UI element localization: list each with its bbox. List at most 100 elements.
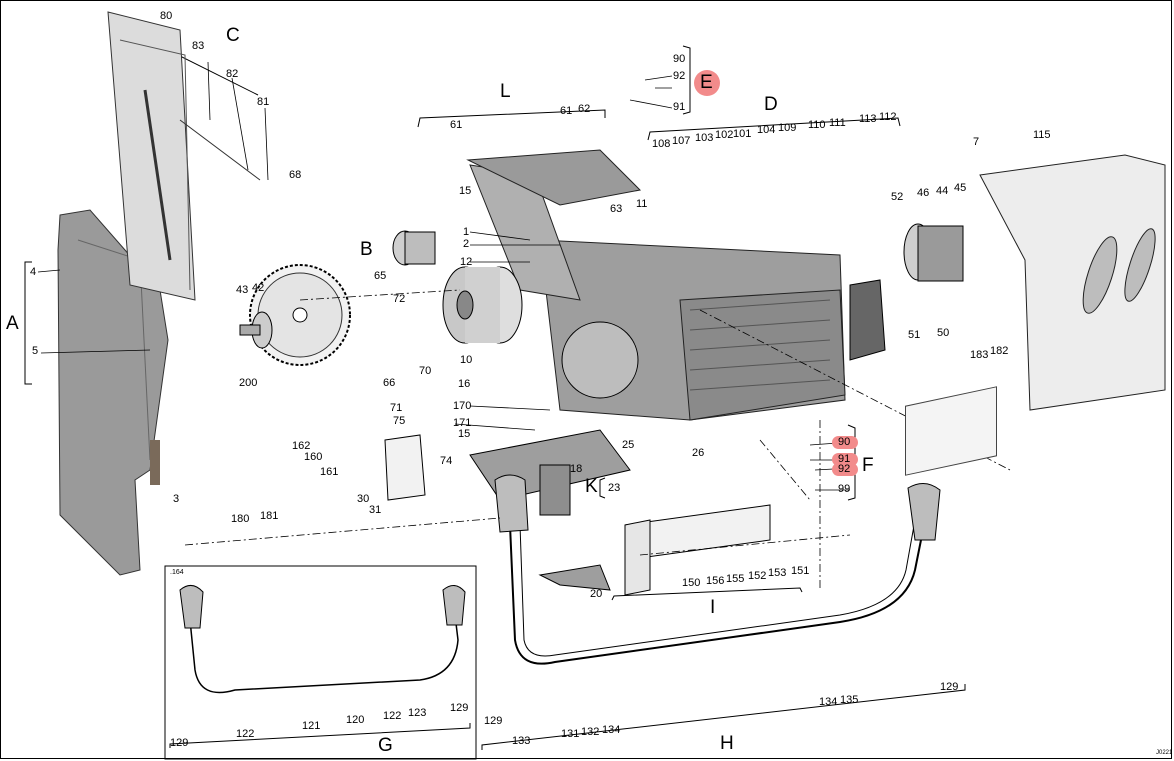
part-label: 30: [357, 493, 370, 505]
part-label: 71: [390, 402, 403, 414]
part-label: 134: [819, 696, 838, 708]
part-label: 113: [859, 113, 877, 125]
bracket-H: [481, 684, 966, 750]
group-label-D: D: [764, 94, 778, 115]
part-label: 46: [917, 187, 930, 199]
part-label: 135: [840, 694, 859, 706]
part-label: 15: [459, 185, 472, 197]
part-label: 62: [578, 103, 591, 115]
bracket-L: [417, 109, 606, 128]
part-label: 90: [673, 53, 686, 65]
bracket-D: [647, 117, 901, 141]
part-label: 110: [808, 119, 826, 131]
part-label: 133: [512, 735, 531, 747]
part-label: 182: [990, 345, 1009, 357]
part-label: 91: [838, 453, 851, 465]
highlight-E: [694, 70, 720, 96]
group-label-A: A: [6, 313, 19, 334]
part-label: 31: [369, 504, 382, 516]
part-label: 61: [450, 119, 463, 131]
part-label: 50: [937, 327, 950, 339]
grip-G-left: [179, 585, 204, 629]
part-label: 129: [940, 681, 959, 693]
part-label: 10: [460, 354, 473, 366]
part-label: 112: [879, 111, 897, 123]
part-B: [392, 230, 436, 266]
part-label: 150: [682, 577, 701, 589]
handle-H: [509, 519, 926, 665]
part-label: 151: [791, 565, 810, 577]
part-label: 20: [590, 588, 603, 600]
bracket-K: [599, 477, 606, 499]
part-label: 123: [408, 707, 427, 719]
group-label-E: E: [700, 72, 713, 93]
part-label: 180: [231, 513, 250, 525]
part-label: 90: [838, 436, 851, 448]
part-label: 70: [419, 365, 432, 377]
handle-G: [189, 614, 459, 694]
part-label: 121: [302, 720, 321, 732]
base-plate: [469, 429, 631, 516]
part-label: 115: [1033, 129, 1051, 141]
saw-blade: [249, 264, 351, 366]
part-label: 162: [292, 440, 311, 452]
part-label: 129: [450, 702, 469, 714]
part-label: 42: [252, 282, 265, 294]
flange-42-43: [239, 311, 273, 349]
part-label: 122: [236, 728, 255, 740]
part-label: 104: [757, 124, 776, 136]
bar-I: [624, 504, 771, 596]
part-label: 91: [673, 101, 686, 113]
part-20: [538, 564, 611, 591]
part-label: 72: [393, 293, 406, 305]
plate-C: [107, 11, 261, 301]
highlight-91: [832, 453, 858, 466]
part-label: 80: [160, 10, 173, 22]
group-label-I: I: [710, 597, 716, 618]
part-label: 134: [602, 724, 621, 736]
group-label-K: K: [585, 476, 598, 497]
group-label-L: L: [500, 81, 511, 102]
part-label: 51: [908, 329, 921, 341]
part-label: 7: [973, 136, 980, 148]
part-label: 16: [458, 378, 471, 390]
part-label: 81: [257, 96, 270, 108]
group-label-F: F: [862, 455, 874, 476]
part-label: 68: [289, 169, 302, 181]
part-label: 4: [30, 266, 37, 278]
part-label: 3: [173, 493, 180, 505]
part-label: 129: [170, 737, 189, 749]
figure-code-right: J0221: [1156, 750, 1173, 756]
part-label: 75: [393, 415, 406, 427]
highlight-90: [832, 436, 858, 449]
part-label: 161: [320, 466, 339, 478]
part-label: 156: [706, 575, 725, 587]
part-label: 153: [768, 567, 787, 579]
part-label: 63: [610, 203, 623, 215]
motor-end-cap: [849, 223, 964, 361]
grip-left: [494, 474, 529, 533]
bracket-I: [611, 587, 803, 601]
part-label: 15: [458, 428, 471, 440]
part-label: 103: [695, 132, 714, 144]
part-label: 160: [304, 451, 323, 463]
part-label: 52: [891, 191, 904, 203]
block-30: [384, 434, 426, 501]
figure-code-left: .164: [170, 569, 184, 576]
part-label: 181: [260, 510, 279, 522]
pulley: [442, 266, 523, 344]
highlight-92: [832, 463, 858, 476]
part-label: 111: [829, 117, 846, 129]
part-label: 107: [672, 135, 691, 147]
group-label-B: B: [360, 239, 373, 260]
part-label: 155: [726, 573, 745, 585]
motor-housing: [469, 164, 846, 421]
part-label: 170: [453, 400, 472, 412]
cover-115: [979, 154, 1166, 411]
part-label: 120: [346, 714, 365, 726]
part-label: 26: [692, 447, 705, 459]
part-label: 74: [440, 455, 453, 467]
part-label: 43: [236, 284, 249, 296]
